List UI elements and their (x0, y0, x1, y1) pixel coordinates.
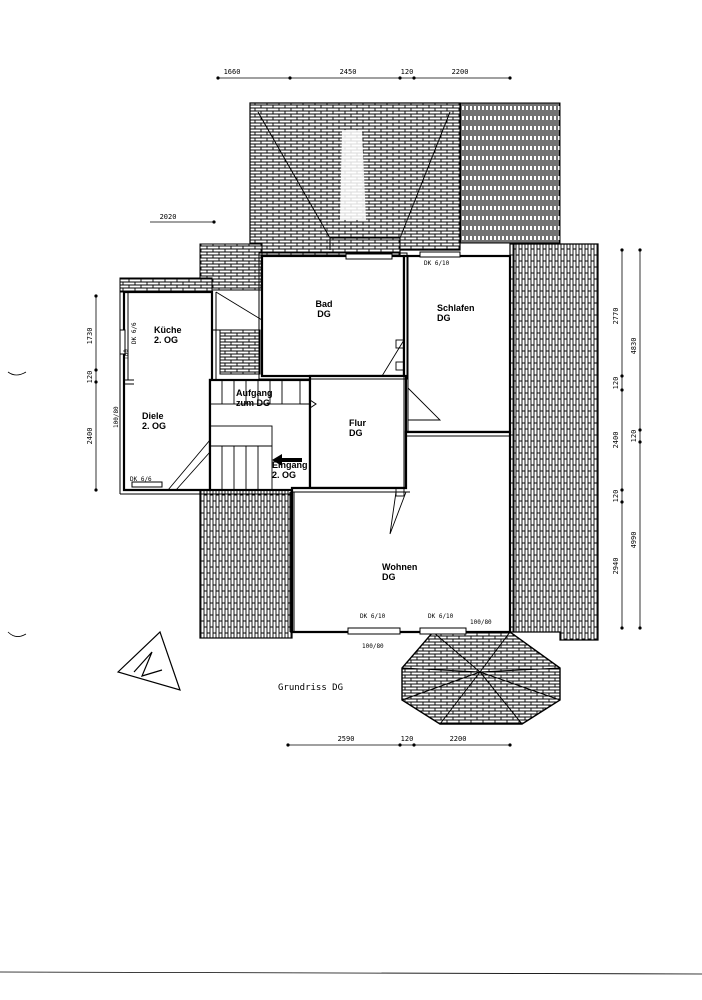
label-flur-name: Flur (349, 418, 366, 428)
dimension-ticks (94, 76, 642, 747)
label-diele-name: Diele (142, 411, 164, 421)
label-door-wohnen: 100/80 (470, 619, 492, 626)
label-wohnen-floor: DG (382, 572, 396, 582)
room-kueche-diele (122, 290, 214, 492)
dim-left-3: 2400 (86, 428, 94, 445)
dim-left-2: 120 (86, 371, 94, 384)
label-dk-left: DK 6/6 (130, 476, 152, 483)
dim-top-4: 2200 (452, 68, 469, 76)
dim-top-2: 2450 (340, 68, 357, 76)
label-door-bottom: 100/80 (362, 643, 384, 650)
room-aufgang (208, 378, 312, 492)
plan-title: Grundriss DG (278, 683, 343, 693)
label-kueche-side-2: 100 (123, 349, 130, 360)
dim-bottom-1: 2590 (338, 735, 355, 743)
door-swings (366, 339, 442, 535)
direction-arrows (272, 399, 317, 466)
label-dk-wohnen-2: DK 6/10 (428, 613, 454, 620)
dim-right-inner-2: 120 (612, 377, 620, 390)
opening-labels: DK 6/10 DK 6/6 DK 6/10 DK 6/10 100/80 10… (113, 260, 492, 650)
label-aufgang-floor: zum DG (236, 398, 270, 408)
label-wohnen-name: Wohnen (382, 562, 417, 572)
room-schlafen (402, 254, 512, 434)
staircase (167, 291, 301, 491)
label-aufgang-name: Aufgang (236, 388, 273, 398)
label-dk-top: DK 6/10 (424, 260, 450, 267)
label-kueche-name: Küche (154, 325, 182, 335)
label-bad-name: Bad (315, 299, 332, 309)
room-labels: Bad DG Schlafen DG Küche 2. OG Diele 2. … (142, 299, 475, 582)
roof-tiles (119, 102, 599, 725)
label-dk-wohnen-1: DK 6/10 (360, 613, 386, 620)
entrance-arrow-icon (272, 454, 302, 466)
label-kueche-floor: 2. OG (154, 335, 178, 345)
room-floors (122, 254, 512, 634)
dim-top-1: 1660 (224, 68, 241, 76)
label-schlafen-floor: DG (437, 313, 451, 323)
label-kueche-side: DK 6/6 (131, 322, 138, 344)
dim-right-inner-5: 2940 (612, 558, 620, 575)
label-eingang-floor: 2. OG (272, 470, 296, 480)
label-diele-floor: 2. OG (142, 421, 166, 431)
label-schlafen-name: Schlafen (437, 303, 475, 313)
dim-right-inner-1: 2770 (612, 308, 620, 325)
room-flur (308, 374, 408, 490)
label-bad-floor: DG (317, 309, 331, 319)
dimension-labels: 1660 2450 120 2200 2590 120 2200 2020 17… (86, 68, 638, 743)
room-bad (260, 254, 406, 378)
skylight-glare (340, 130, 366, 220)
label-door-diele: 100/80 (113, 406, 120, 428)
roof-ridge-lines (257, 111, 561, 725)
dim-right-inner-4: 120 (612, 490, 620, 503)
dim-right-outer-2: 120 (630, 430, 638, 443)
dim-right-outer-1: 4830 (630, 338, 638, 355)
dim-right-outer-3: 4990 (630, 532, 638, 549)
dim-top-3: 120 (401, 68, 414, 76)
dim-left-1: 1730 (86, 328, 94, 345)
north-arrow-icon (116, 630, 181, 691)
windows (119, 251, 467, 635)
dim-bottom-2: 120 (401, 735, 414, 743)
dim-bottom-3: 2200 (450, 735, 467, 743)
dim-mid-left: 2020 (160, 213, 177, 221)
label-flur-floor: DG (349, 428, 363, 438)
label-eingang-name: Eingang (272, 460, 308, 470)
wall-lines (119, 244, 515, 633)
scan-marks (0, 371, 702, 975)
dim-right-inner-3: 2400 (612, 432, 620, 449)
